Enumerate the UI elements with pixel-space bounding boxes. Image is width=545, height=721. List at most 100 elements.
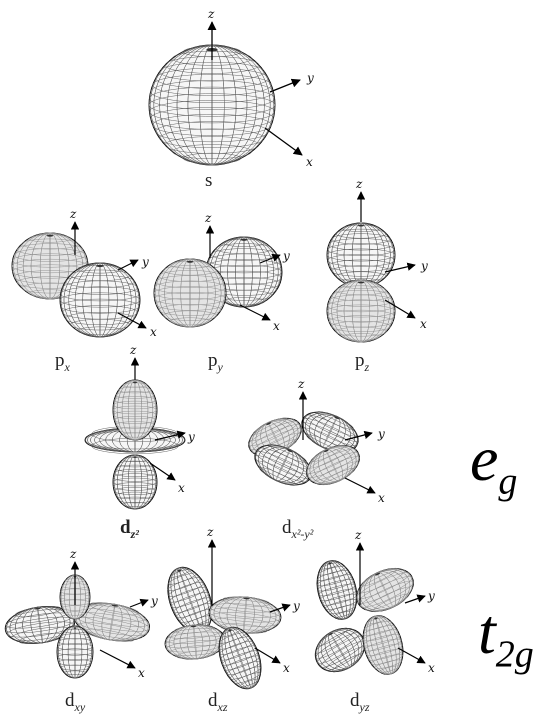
lobe-latitude-line <box>357 576 413 604</box>
t2g-sub: 2g <box>495 633 534 676</box>
lobe-body <box>164 624 226 660</box>
lobe-latitude-line <box>168 628 221 639</box>
s-y-label: y <box>306 71 314 85</box>
py-x-axis <box>239 304 271 321</box>
dz2-x-axis <box>149 462 176 481</box>
dz2-y-axis <box>154 430 186 441</box>
py-y-axis <box>259 253 281 264</box>
lobe-latitude-line <box>319 588 357 601</box>
lobe-latitude-line <box>218 636 251 650</box>
lobe-latitude-line <box>114 487 156 495</box>
label-dx2y2-base: d <box>282 517 292 538</box>
lobe-latitude-line <box>69 319 131 331</box>
lobe-latitude-line <box>113 410 157 420</box>
lobe-longitude-line <box>327 279 395 343</box>
pz-orbital: z y x <box>326 177 428 343</box>
lobe-latitude-line <box>314 461 359 484</box>
lobe-latitude-line <box>115 391 155 399</box>
label-pz-base: p <box>355 350 365 371</box>
lobe-latitude-line <box>63 670 87 675</box>
pz-z-label: z <box>355 177 363 191</box>
lobe-pole <box>228 629 232 632</box>
lobe-latitude-line <box>114 469 156 477</box>
lobe-latitude-line <box>221 650 259 666</box>
dx2y2-lobe-4 <box>306 444 360 486</box>
group-label-eg: eg <box>470 422 517 503</box>
lobe-latitude-line <box>363 621 392 631</box>
dx2y2-lobe-3 <box>254 444 312 486</box>
lobe-latitude-line <box>150 80 274 103</box>
lobe-latitude-line <box>114 396 156 404</box>
lobe-latitude-line <box>306 448 357 474</box>
lobe-latitude-line <box>153 286 227 300</box>
lobe-latitude-line <box>372 593 410 613</box>
lobe-latitude-line <box>154 292 226 306</box>
lobe-pole <box>243 597 250 600</box>
lobe-latitude-line <box>155 67 269 89</box>
lobe-latitude-line <box>60 633 90 640</box>
lobe-latitude-line <box>212 617 276 631</box>
lobe-latitude-line <box>176 650 217 659</box>
lobe-pole <box>266 422 272 425</box>
dxz-lobe-4 <box>218 626 262 690</box>
pz-x-label: x <box>420 317 427 331</box>
lobe-latitude-line <box>362 629 398 642</box>
lobe-latitude-line <box>219 640 254 656</box>
lobe-latitude-line <box>331 233 391 245</box>
lobe-longitude-line <box>113 454 157 510</box>
dyz-lobe-4 <box>362 615 404 675</box>
lobe-latitude-line <box>360 580 414 608</box>
lobe-pole <box>328 632 333 636</box>
label-py: py <box>208 350 223 375</box>
lobe-latitude-line <box>77 622 144 640</box>
label-dx2y2: dx²-y² <box>282 517 313 542</box>
dz2-orbital: z y x <box>84 343 195 510</box>
lobe-latitude-line <box>223 655 260 671</box>
lobe-pole <box>287 449 293 453</box>
label-dyz-base: d <box>350 690 360 711</box>
lobe-latitude-line <box>317 579 355 592</box>
lobe-latitude-line <box>155 121 269 143</box>
lobe-latitude-line <box>210 603 281 618</box>
lobe-longitude-line <box>58 625 92 679</box>
lobe-latitude-line <box>167 577 201 591</box>
lobe-latitude-line <box>363 634 401 647</box>
lobe-latitude-line <box>154 280 226 294</box>
label-pz: pz <box>355 350 369 375</box>
lobe-longitude-line <box>155 258 225 328</box>
label-dxz: dxz <box>208 690 228 715</box>
eg-base: e <box>470 423 499 494</box>
lobe-latitude-line <box>209 612 280 627</box>
s-z-label: z <box>207 7 215 21</box>
dz2-lobe-bottom <box>112 454 158 510</box>
lobe-latitude-line <box>214 599 278 613</box>
lobe-latitude-line <box>168 581 205 597</box>
dxy-z-label: z <box>69 547 77 561</box>
lobe-latitude-line <box>57 653 93 661</box>
py-lobe-left <box>153 258 227 328</box>
lobe-longitude-line <box>307 445 359 485</box>
lobe-longitude-line <box>357 568 413 612</box>
lobe-latitude-line <box>305 414 359 442</box>
lobe-latitude-line <box>357 569 405 594</box>
lobe-latitude-line <box>21 238 79 250</box>
lobe-latitude-line <box>379 665 400 673</box>
lobe-latitude-line <box>341 333 381 341</box>
pz-x-axis <box>384 299 416 319</box>
dyz-y-label: y <box>427 589 435 603</box>
lobe-latitude-line <box>164 136 260 154</box>
lobe-latitude-line <box>318 583 356 597</box>
label-dxy-base: d <box>65 690 75 711</box>
lobe-latitude-line <box>118 386 152 394</box>
lobe-latitude-line <box>162 265 218 276</box>
dxz-x-axis <box>254 647 281 664</box>
lobe-latitude-line <box>356 572 410 600</box>
lobe-latitude-line <box>152 114 272 136</box>
label-dz2-base: d <box>120 517 131 538</box>
lobe-latitude-line <box>316 574 352 587</box>
s-x-axis <box>264 127 303 156</box>
lobe-latitude-line <box>315 629 355 654</box>
dyz-x-label: x <box>428 661 435 675</box>
lobe-latitude-line <box>58 659 92 666</box>
lobe-pole <box>328 562 332 565</box>
